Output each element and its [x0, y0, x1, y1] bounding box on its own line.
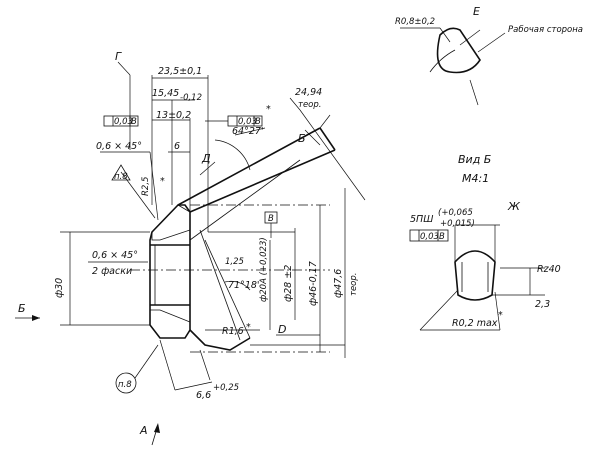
label-shp-tol2: +0,015)	[440, 219, 475, 229]
star-2: *	[160, 176, 165, 187]
tol-frame-a	[103, 115, 139, 127]
arc-71	[224, 280, 251, 291]
label-235: 23,5±0,1	[158, 66, 202, 77]
label-66: 6,6	[196, 390, 211, 401]
label-r08: R0,8±0,2	[395, 17, 435, 27]
label-b-arrow: Б	[18, 302, 26, 315]
label-teor1: теор.	[298, 100, 321, 110]
label-teor2: теор.	[349, 273, 359, 296]
label-d476: ф47,6	[333, 269, 344, 298]
main-view	[15, 61, 366, 446]
label-faski: 2 фаски	[92, 266, 132, 277]
diag-1	[204, 239, 251, 339]
tol-frame-c	[409, 229, 449, 242]
tol-a-value: 0,03	[114, 117, 133, 127]
leader-g	[117, 61, 131, 76]
label-d: Д	[201, 152, 211, 165]
lower-body	[189, 329, 251, 351]
label-d46: ф46-0,17	[308, 261, 319, 306]
label-b1: Б	[298, 132, 306, 145]
tol-b-base: В	[255, 117, 261, 127]
label-vid-b: Вид Б	[458, 153, 491, 166]
triangle-mark	[111, 164, 131, 181]
label-m41: М4:1	[462, 172, 489, 185]
star-4: *	[498, 310, 503, 321]
label-r02: R0,2 max	[452, 318, 498, 329]
label-d28: ф28 ±2	[283, 265, 294, 302]
label-chamfer1: 0,6 × 45°	[96, 141, 142, 152]
label-base-v: В	[268, 214, 274, 224]
slot-profile	[454, 250, 496, 301]
label-23: 2,3	[535, 299, 550, 310]
label-p8b: п.8	[118, 380, 132, 390]
label-13: 13±0,2	[156, 110, 191, 121]
label-d2: D	[278, 323, 286, 336]
tol-c-value: 0,03	[420, 232, 439, 242]
cone-end-line	[319, 127, 336, 151]
label-6: 6	[174, 141, 180, 152]
star-1: *	[266, 104, 271, 115]
label-1545: 15,45	[152, 88, 179, 99]
label-zh: Ж	[507, 200, 521, 213]
hub-outline	[149, 204, 191, 339]
label-r25: R2,5	[141, 177, 151, 196]
note-circle	[115, 372, 137, 394]
label-66-tol: +0,25	[213, 383, 239, 393]
label-e: Е	[473, 5, 480, 18]
label-shp: 5ПШ	[410, 214, 433, 225]
label-a: А	[139, 424, 148, 437]
hatch-top	[151, 204, 191, 241]
label-r16: R1,6	[222, 326, 244, 337]
cone-inner-line	[189, 159, 301, 241]
dim-2494	[299, 109, 366, 201]
tol-b-value: 0,03	[238, 117, 257, 127]
tol-a-base: В	[131, 117, 137, 127]
label-shp-tol1: (+0,065	[438, 208, 473, 218]
star-3: *	[246, 322, 251, 333]
label-rabochaya: Рабочая сторона	[508, 25, 583, 35]
label-ang64: 64°27'	[232, 126, 264, 137]
label-p8a: п.8	[114, 172, 128, 182]
tol-c-base: В	[439, 232, 445, 242]
label-ang71: 71°18'	[228, 280, 260, 291]
label-rz40: Rz40	[537, 264, 561, 275]
view-b	[409, 224, 545, 331]
label-chamfer2: 0,6 × 45°	[92, 250, 138, 261]
label-1545-tol: -0,12	[180, 93, 202, 103]
label-d20a: ф20А (+0,023)	[259, 237, 269, 302]
arc-64	[214, 139, 251, 171]
label-g: Г	[115, 50, 122, 63]
label-d30: ф30	[54, 278, 65, 298]
cone-mid-line	[189, 149, 336, 213]
tooth-profile	[436, 27, 481, 74]
detail-e	[400, 27, 506, 106]
hatch-bottom	[149, 309, 191, 339]
labels: Г 23,5±0,1 15,45 -0,12 13±0,2 0,03 В 0,0…	[18, 5, 583, 437]
label-2494: 24,94	[295, 87, 322, 98]
label-125: 1,25	[225, 257, 244, 267]
diag-2	[199, 229, 241, 341]
